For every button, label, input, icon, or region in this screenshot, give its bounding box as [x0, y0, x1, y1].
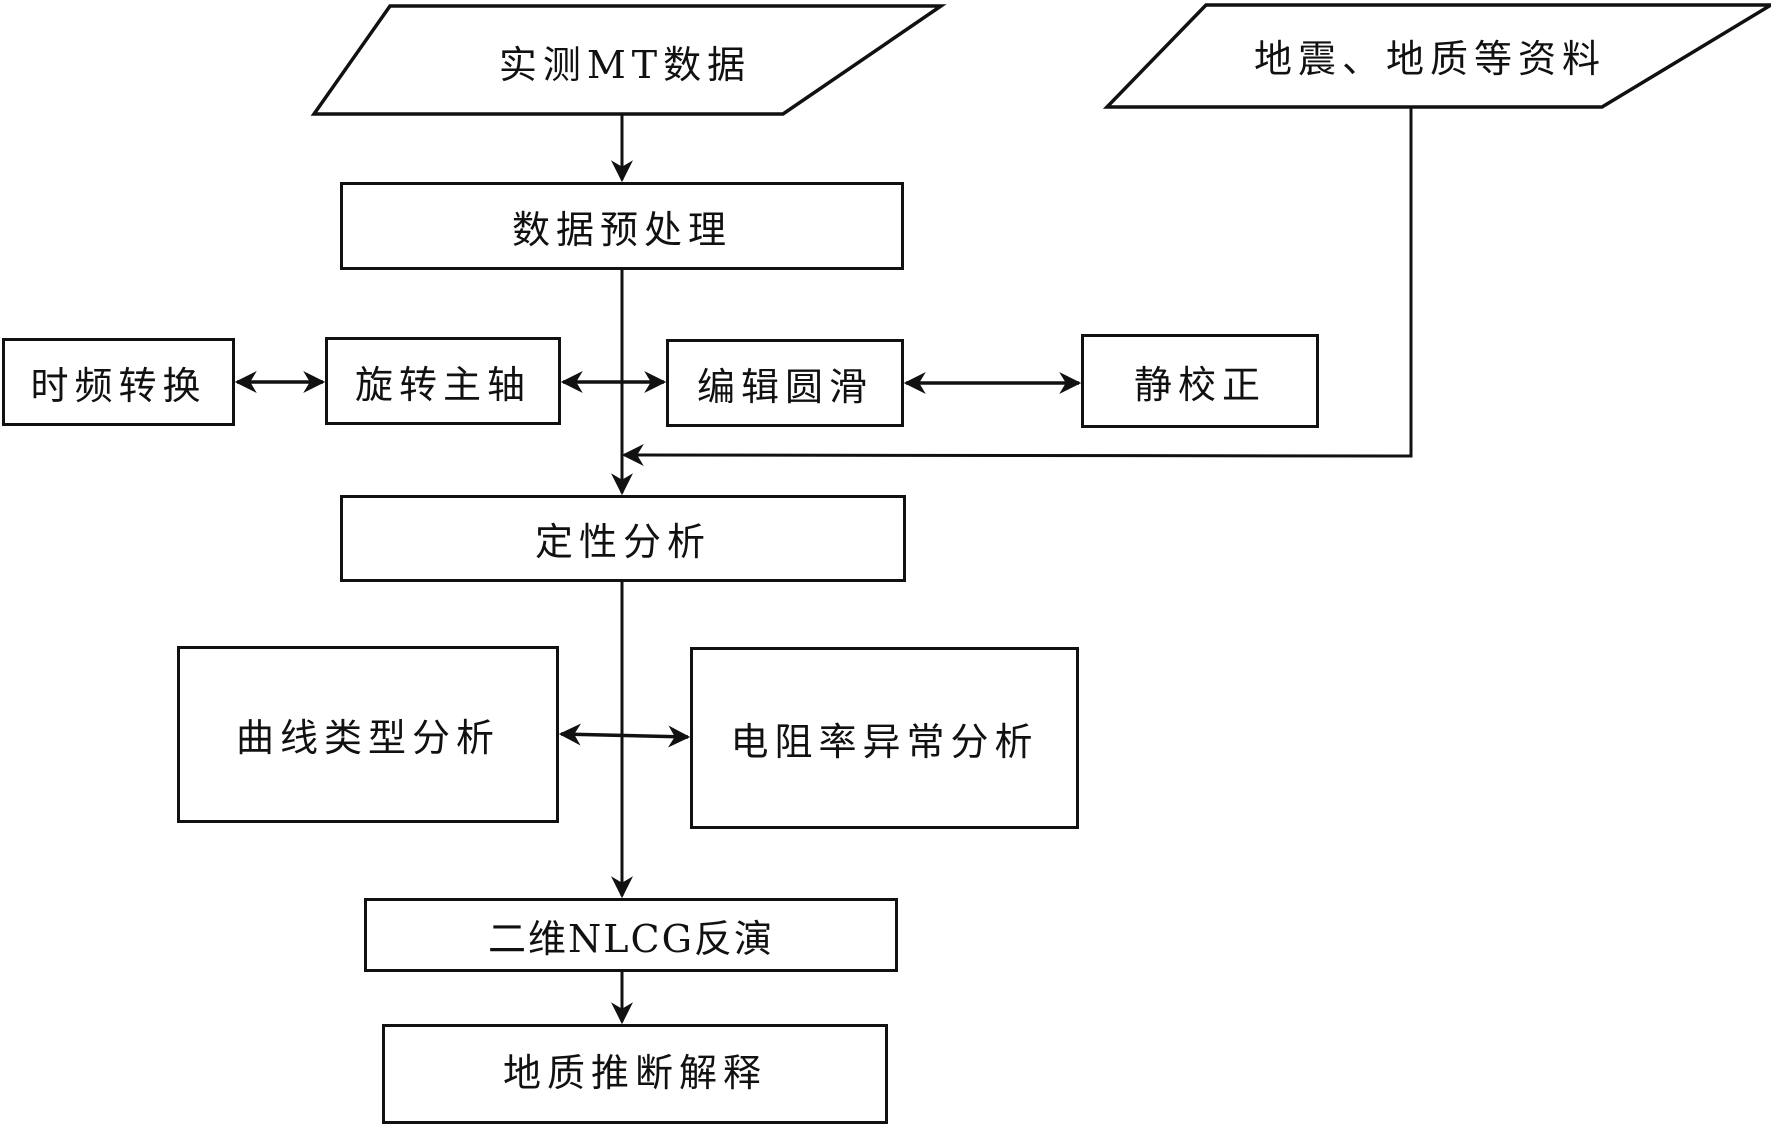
rotate-axis-box: [325, 337, 561, 425]
qualitative-box: [340, 495, 906, 582]
static-corr-label: 静校正: [1133, 362, 1266, 407]
mt-data-label: 实测MT数据: [498, 42, 752, 87]
interpretation-box: [382, 1024, 888, 1124]
mt-data-shape: [310, 4, 947, 116]
time-freq-label: 时频转换: [30, 363, 207, 408]
resistivity-label: 电阻率异常分析: [730, 719, 1039, 764]
seismic-geo-label: 地震、地质等资料: [1253, 36, 1606, 81]
curve-type-box: [177, 646, 559, 823]
interpretation-label: 地质推断解释: [502, 1050, 767, 1095]
edge-seismic-to-qualitative: [621, 107, 1413, 467]
static-corr-box: [1081, 334, 1319, 428]
edit-smooth-box: [666, 339, 904, 427]
edit-smooth-label: 编辑圆滑: [696, 364, 873, 409]
resistivity-box: [690, 647, 1079, 829]
nlcg-label: 二维NLCG反演: [488, 916, 774, 961]
seismic-geo-shape: [1102, 3, 1771, 109]
preprocess-label: 数据预处理: [511, 207, 732, 252]
edge-curvetype-resistivity: [558, 723, 691, 748]
curve-type-label: 曲线类型分析: [235, 716, 500, 760]
rotate-axis-label: 旋转主轴: [354, 362, 531, 407]
qualitative-label: 定性分析: [534, 520, 711, 564]
preprocess-box: [340, 182, 904, 270]
time-freq-box: [2, 338, 235, 426]
nlcg-box: [364, 898, 898, 972]
